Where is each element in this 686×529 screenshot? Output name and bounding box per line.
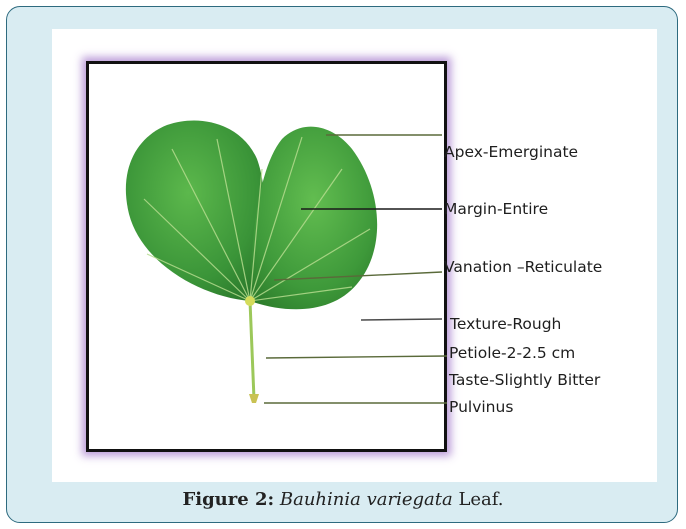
leaf-illustration bbox=[52, 29, 657, 482]
label-margin: Margin-Entire bbox=[444, 200, 548, 218]
leaf-petiole bbox=[250, 301, 254, 399]
figure-frame: Apex-Emerginate Margin-Entire Vanation –… bbox=[6, 6, 678, 523]
label-pulvinus: Pulvinus bbox=[449, 398, 513, 416]
figure-panel: Apex-Emerginate Margin-Entire Vanation –… bbox=[52, 29, 657, 482]
leaf-pulvinus bbox=[249, 394, 259, 403]
leaf-right-lobe bbox=[250, 127, 377, 310]
caption-suffix: Leaf. bbox=[453, 489, 504, 510]
figure-caption: Figure 2: Bauhinia variegata Leaf. bbox=[7, 489, 679, 510]
label-venation: Vanation –Reticulate bbox=[444, 258, 602, 276]
label-texture: Texture-Rough bbox=[450, 315, 561, 333]
texture-pointer-line bbox=[361, 319, 442, 320]
caption-species: Bauhinia variegata bbox=[280, 489, 453, 510]
label-taste: Taste-Slightly Bitter bbox=[449, 371, 600, 389]
label-apex: Apex-Emerginate bbox=[444, 143, 578, 161]
label-petiole: Petiole-2-2.5 cm bbox=[449, 344, 575, 362]
leaf-base-node bbox=[245, 296, 255, 306]
caption-label: Figure 2: bbox=[182, 489, 274, 510]
petiole-pointer-line bbox=[266, 356, 447, 358]
